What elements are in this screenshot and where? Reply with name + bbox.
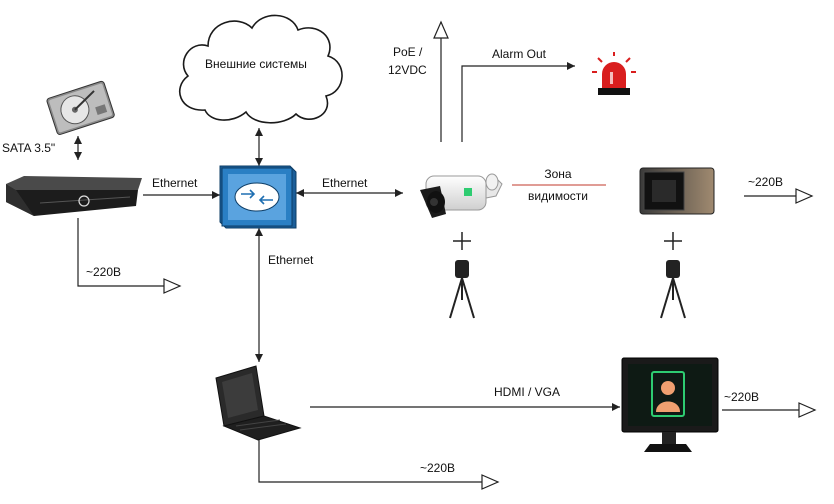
poe-label-line1: PoE /: [393, 45, 423, 59]
cloud-label: Внешние системы: [205, 57, 307, 71]
alarm-link: [461, 62, 575, 142]
alarm-out-label: Alarm Out: [492, 47, 547, 61]
tripod-icon: [449, 232, 475, 319]
poe-label-line2: 12VDC: [388, 63, 427, 77]
nvr-power-link: [77, 218, 182, 294]
labels: Внешние системы SATA 3.5" Ethernet Ether…: [2, 45, 783, 475]
nvr-icon: [6, 176, 142, 216]
zone-label-line1: Зона: [544, 167, 572, 181]
sata-label: SATA 3.5": [2, 141, 55, 155]
power-label-nvr: ~220В: [86, 265, 121, 279]
connections: [74, 20, 817, 490]
hdd-icon: [46, 80, 115, 135]
zone-label-line2: видимости: [528, 189, 588, 203]
tripod-icon: [660, 232, 686, 319]
hdmi-vga-label: HDMI / VGA: [494, 385, 560, 399]
ethernet-label-camera: Ethernet: [322, 176, 368, 190]
laptop-power-link: [258, 440, 500, 490]
blackbody-icon: [639, 167, 715, 215]
power-label-monitor: ~220В: [724, 390, 759, 404]
switch-icon: [219, 165, 297, 229]
monitor-icon: [621, 357, 719, 452]
cloud-icon: [178, 14, 343, 124]
ethernet-label-nvr: Ethernet: [152, 176, 198, 190]
alarm-light-icon: [592, 52, 636, 95]
power-label-laptop: ~220В: [420, 461, 455, 475]
ethernet-label-laptop: Ethernet: [268, 253, 314, 267]
laptop-icon: [215, 365, 302, 441]
power-label-blackbody: ~220В: [748, 175, 783, 189]
camera-icon: [420, 173, 503, 218]
